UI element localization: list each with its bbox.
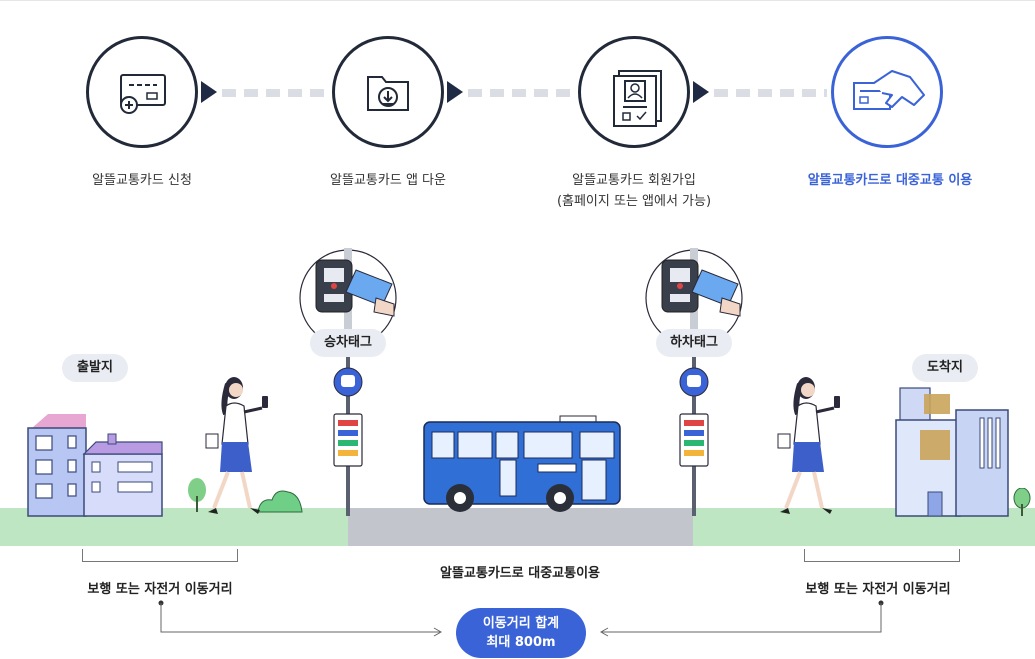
step-3-circle [578, 36, 690, 148]
folder-download-icon [367, 76, 409, 111]
step-dash-3 [714, 89, 827, 97]
bush [257, 490, 303, 513]
step-3-label: 알뜰교통카드 회원가입 (홈페이지 또는 앱에서 가능) [534, 170, 734, 212]
step-dash-2 [468, 89, 573, 97]
step-3-subtitle: (홈페이지 또는 앱에서 가능) [556, 194, 712, 209]
id-document-icon [613, 70, 662, 127]
walk-left-label: 보행 또는 자전거 이동거리 [87, 582, 233, 597]
boarding-reader-pole [299, 248, 397, 516]
road [348, 508, 693, 546]
tree-right [1013, 488, 1031, 516]
transit-label: 알뜰교통카드로 대중교통이용 [439, 566, 600, 581]
total-distance-value: 최대 800m [486, 635, 556, 650]
alighting-reader-pole [645, 248, 743, 516]
step-4-circle [831, 36, 943, 148]
destination-buildings [895, 387, 1009, 517]
origin-badge: 출발지 [62, 354, 128, 382]
boarding-tag-badge: 승차태그 [310, 329, 386, 357]
walking-woman-right [777, 377, 840, 514]
step-3-title: 알뜰교통카드 회원가입 [572, 173, 696, 188]
step-arrow-3 [693, 81, 709, 103]
origin-buildings [27, 414, 163, 517]
total-distance-title: 이동거리 합계 [482, 616, 560, 631]
total-distance-connectors [158, 600, 884, 637]
tree [188, 478, 206, 512]
walk-left-bracket [82, 549, 238, 562]
walk-right-label: 보행 또는 자전거 이동거리 [805, 582, 951, 597]
step-4-label: 알뜰교통카드로 대중교통 이용 [807, 173, 973, 188]
walk-right-bracket [804, 549, 960, 562]
step-1-circle [86, 36, 198, 148]
hand-card-icon [853, 70, 925, 110]
alighting-tag-badge: 하차태그 [656, 329, 732, 357]
walking-woman-left [205, 377, 268, 514]
card-plus-icon [120, 74, 166, 114]
step-2-circle [332, 36, 444, 148]
step-arrow-2 [447, 81, 463, 103]
step-dash-1 [222, 89, 327, 97]
destination-badge: 도착지 [912, 354, 978, 382]
bus [423, 415, 621, 512]
top-divider [0, 0, 1035, 5]
step-1-label: 알뜰교통카드 신청 [92, 173, 192, 188]
step-2-label: 알뜰교통카드 앱 다운 [330, 173, 446, 188]
total-distance-badge: 이동거리 합계 최대 800m [456, 608, 586, 658]
step-arrow-1 [201, 81, 217, 103]
